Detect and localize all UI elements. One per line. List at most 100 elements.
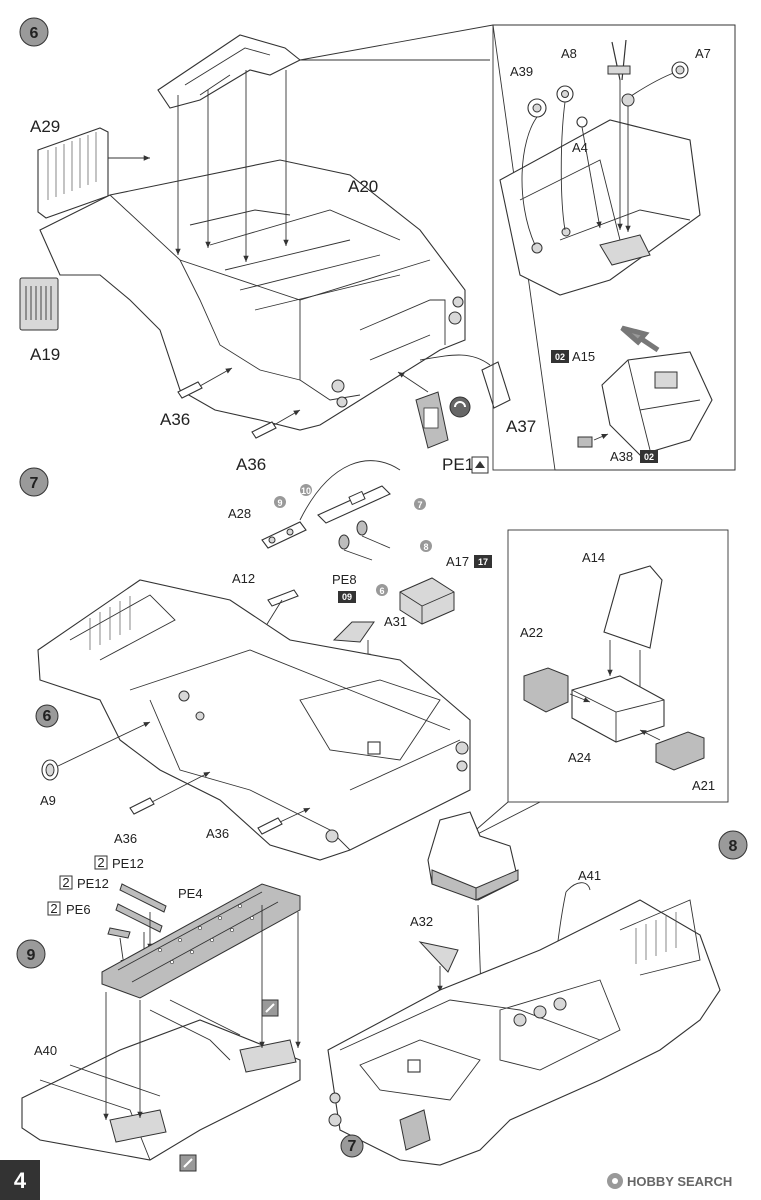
step-6: 6 A29 A19 [19,17,736,474]
label-a36-lower: A36 [236,455,266,474]
label-a36-upper: A36 [160,410,190,429]
part-a8 [607,39,631,230]
part-a7 [621,61,689,232]
part-hull-step8 [327,899,721,1166]
decal-markers: 9 10 7 8 6 [274,484,432,596]
label-a9: A9 [40,793,56,808]
step-9: 9 2 PE12 2 PE12 2 PE6 PE4 [16,855,301,1172]
label-a32: A32 [410,914,433,929]
label-a12: A12 [232,571,255,586]
qty-pe12-lower: 2 [59,875,73,890]
decal-10: 10 [301,486,311,496]
part-a39 [521,85,574,246]
part-a17 [399,577,455,625]
label-a38: A38 [610,449,633,464]
label-a22: A22 [520,625,543,640]
part-pe1 [397,371,449,449]
label-a7: A7 [695,46,711,61]
page-number-box: 4 [0,1160,40,1200]
qty-pe12-upper-text: 2 [97,855,104,870]
part-a19 [19,277,59,331]
label-pe6: PE6 [66,902,91,917]
part-a32 [418,941,459,992]
step-8-number: 8 [729,838,738,855]
label-a40: A40 [34,1043,57,1058]
watermark-text: HOBBY SEARCH [627,1174,732,1189]
step-9-number: 9 [27,947,36,964]
label-a36-step7-right: A36 [206,826,229,841]
part-seat-assembly [427,811,519,1021]
label-a21: A21 [692,778,715,793]
part-a36-upper [177,367,233,399]
qty-pe6: 2 [47,901,61,916]
bend-symbol-icon [449,396,471,418]
color-badge-pe8 [338,591,356,603]
label-a37: A37 [506,417,536,436]
color-badge-a17 [474,555,492,568]
color-badge-pe8-text: 09 [342,592,352,602]
label-a15: A15 [572,349,595,364]
step-7: 7 A28 9 10 7 8 6 [19,460,729,861]
step-6-detail-callout [299,24,736,471]
label-a17: A17 [446,554,469,569]
label-a28: A28 [228,506,251,521]
part-a9 [41,721,151,781]
part-a21 [639,729,705,771]
label-a36-step7-left: A36 [114,831,137,846]
decal-9: 9 [277,498,282,508]
label-a4: A4 [572,140,588,155]
label-a29: A29 [30,117,60,136]
decal-8: 8 [423,542,428,552]
decal-6: 6 [379,586,384,596]
part-a36-lower [251,409,301,439]
label-pe12-lower: PE12 [77,876,109,891]
ref-step-6-number: 6 [43,708,52,725]
step-8-marker [718,830,748,860]
part-a36-step7-left [129,771,211,815]
part-a28 [261,460,401,549]
color-badge-a15 [551,350,569,363]
label-pe12-upper: PE12 [112,856,144,871]
qty-pe12-lower-text: 2 [62,875,69,890]
qty-pe12-upper: 2 [94,855,108,870]
qty-pe6-text: 2 [50,901,57,916]
label-a19: A19 [30,345,60,364]
label-a24: A24 [568,750,591,765]
part-pe8 [338,520,391,561]
decal-7: 7 [417,500,422,510]
step-6-number: 6 [30,25,39,42]
label-a31: A31 [384,614,407,629]
page-number: 4 [14,1168,27,1193]
part-a20-hull [39,159,466,431]
label-a8: A8 [561,46,577,61]
cement-icon [261,999,279,1017]
color-badge-a17-text: 17 [478,557,488,567]
step-7-marker [19,467,49,497]
label-a20: A20 [348,177,378,196]
part-a15 [601,351,713,456]
part-seat-top [157,34,302,109]
label-a14: A14 [582,550,605,565]
cement-icon [179,1154,197,1172]
part-a40 [21,905,301,1161]
label-pe1: PE1 [442,455,474,474]
step-6-marker [19,17,49,47]
part-a24 [571,675,665,743]
step-7-number: 7 [30,475,39,492]
label-pe8: PE8 [332,572,357,587]
part-a22 [523,667,591,713]
step-9-marker [16,939,46,969]
part-a4 [576,116,602,229]
part-pe4 [101,883,301,999]
color-badge-a38-text: 02 [644,452,654,462]
color-badge-a15-text: 02 [555,352,565,362]
part-a38 [577,433,609,448]
fold-icon [471,456,489,474]
ref-step-7-marker [340,1134,364,1158]
ref-step-7-number: 7 [348,1138,357,1155]
color-badge-a38 [640,450,658,463]
part-pe12 [115,883,167,962]
part-hull-step7 [37,579,471,861]
label-a39: A39 [510,64,533,79]
